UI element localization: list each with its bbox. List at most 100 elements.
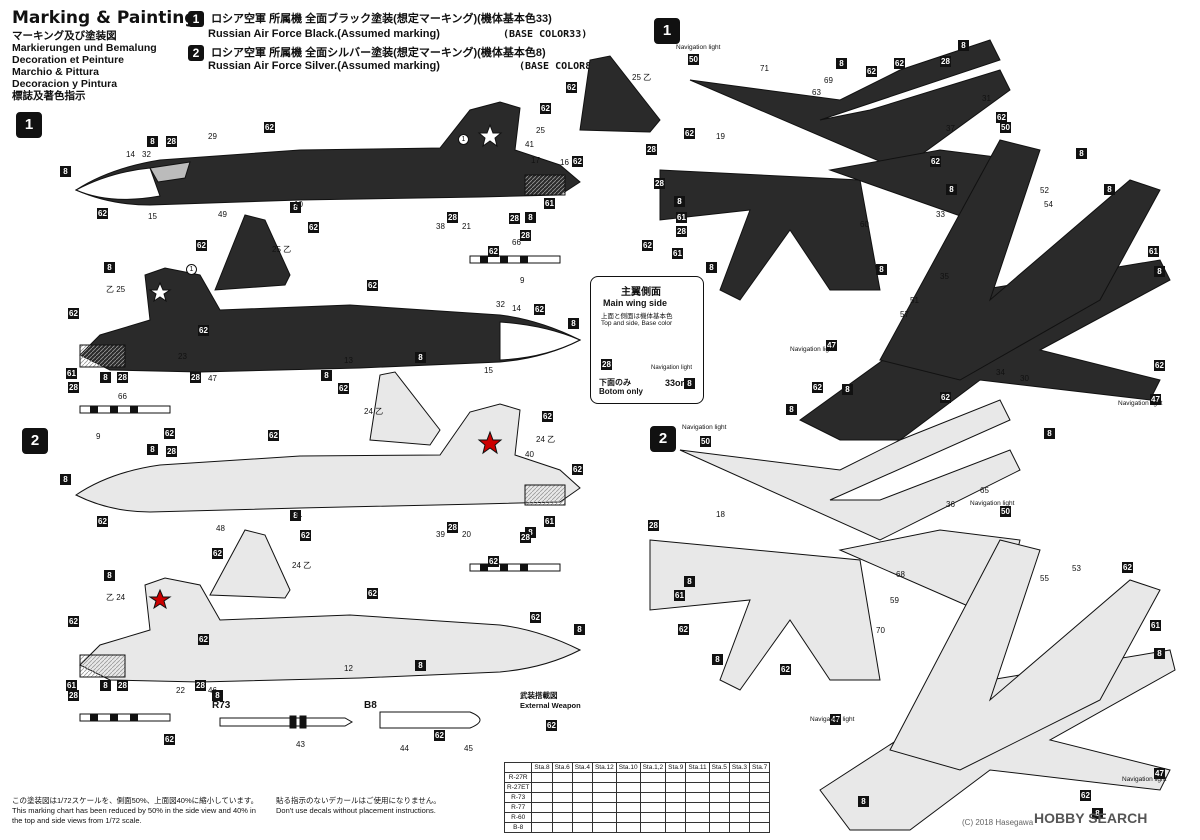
main-wing-en: Main wing side bbox=[603, 298, 668, 308]
callout-28: 28 bbox=[195, 680, 206, 691]
callout-62: 62 bbox=[866, 66, 877, 77]
callout-8: 8 bbox=[1154, 266, 1165, 277]
callout-15: 15 bbox=[484, 366, 493, 375]
callout-62: 62 bbox=[1080, 790, 1091, 801]
page-title: Marking & Painting bbox=[12, 8, 197, 28]
callout-8: 8 bbox=[836, 58, 847, 69]
section-2-marker: 2 bbox=[22, 428, 48, 454]
callout-57: 57 bbox=[900, 310, 909, 319]
callout-15: 15 bbox=[148, 212, 157, 221]
callout-47: 47 bbox=[1150, 394, 1161, 405]
callout-8: 8 bbox=[104, 262, 115, 273]
callout-28: 28 bbox=[68, 382, 79, 393]
callout-28: 28 bbox=[646, 144, 657, 155]
callout-62: 62 bbox=[542, 411, 553, 422]
callout-28: 28 bbox=[190, 372, 201, 383]
callout-22: 22 bbox=[176, 686, 185, 695]
callout-62: 62 bbox=[308, 222, 319, 233]
note1-en: This marking chart has been reduced by 5… bbox=[12, 806, 256, 825]
callout-8: 8 bbox=[290, 510, 301, 521]
side-view-black-left bbox=[74, 101, 581, 206]
copyright: (C) 2018 Hasegawa bbox=[962, 818, 1034, 827]
callout-8: 8 bbox=[858, 796, 869, 807]
table-row: R-73 bbox=[503, 792, 771, 803]
callout-54: 54 bbox=[1044, 200, 1053, 209]
callout-8: 8 bbox=[60, 166, 71, 177]
callout-8: 8 bbox=[147, 136, 158, 147]
subtitle-es: Decoracion y Pintura bbox=[12, 78, 118, 90]
subtitle-de: Markierungen und Bemalung bbox=[12, 42, 157, 54]
callout-28: 28 bbox=[166, 136, 177, 147]
callout-51: 51 bbox=[910, 296, 919, 305]
scheme-1-jp: ロシア空軍 所属機 全面ブラック塗装(想定マーキング)(機体基本色33) bbox=[211, 13, 552, 25]
weapon-name: R-60 bbox=[503, 812, 533, 823]
callout-12: 12 bbox=[344, 664, 353, 673]
callout-14: 14 bbox=[512, 304, 521, 313]
callout-62: 62 bbox=[780, 664, 791, 675]
callout-25z: 25 乙 bbox=[632, 73, 652, 82]
callout-62: 62 bbox=[996, 112, 1007, 123]
callout-8: 8 bbox=[100, 372, 111, 383]
weapons-header-cell: Sta.7 bbox=[749, 762, 771, 773]
callout-49: 49 bbox=[218, 210, 227, 219]
weapons-header-cell: Sta.8 bbox=[531, 762, 553, 773]
weapons-header-cell: Sta.9 bbox=[665, 762, 687, 773]
scheme-2-row: 2 ロシア空軍 所属機 全面シルバー塗装(想定マーキング)(機体基本色8) bbox=[188, 44, 546, 62]
callout-24z-tail: 24 乙 bbox=[292, 561, 312, 570]
callout-28: 28 bbox=[520, 532, 531, 543]
callout-32: 32 bbox=[496, 300, 505, 309]
callout-62: 62 bbox=[488, 246, 499, 257]
callout-62: 62 bbox=[68, 616, 79, 627]
callout-62: 62 bbox=[678, 624, 689, 635]
callout-25z-2: 乙 25 bbox=[106, 285, 126, 294]
section-1-marker: 1 bbox=[16, 112, 42, 138]
callout-8: 8 bbox=[876, 264, 887, 275]
callout-62: 62 bbox=[940, 392, 951, 403]
callout-13: 13 bbox=[344, 356, 353, 365]
weapon-name: R-73 bbox=[503, 792, 533, 803]
weapons-header-cell bbox=[503, 762, 533, 773]
callout-8: 8 bbox=[1154, 648, 1165, 659]
callout-62: 62 bbox=[534, 304, 545, 315]
callout-62: 62 bbox=[930, 156, 941, 167]
weapons-header-cell: Sta.10 bbox=[615, 762, 641, 773]
callout-37: 37 bbox=[946, 124, 955, 133]
side-view-black-right bbox=[79, 267, 582, 373]
callout-48: 48 bbox=[216, 524, 225, 533]
callout-28: 28 bbox=[654, 178, 665, 189]
callout-62: 62 bbox=[268, 430, 279, 441]
tail-black-1 bbox=[214, 55, 661, 291]
callout-23: 23 bbox=[178, 352, 187, 361]
callout-9: 9 bbox=[96, 432, 101, 441]
b8-label: B8 bbox=[364, 700, 377, 711]
scheme-1-en-row: Russian Air Force Black.(Assumed marking… bbox=[208, 28, 587, 40]
callout-47: 47 bbox=[208, 374, 217, 383]
weapon-name: R-27ET bbox=[503, 782, 533, 793]
callout-62: 62 bbox=[264, 122, 275, 133]
legend-or: or bbox=[675, 378, 685, 388]
r73-label: R73 bbox=[212, 700, 231, 711]
subtitle-jp: マーキング及び塗装図 bbox=[12, 30, 117, 42]
main-wing-jp: 主翼側面 bbox=[621, 287, 661, 298]
callout-8: 8 bbox=[1092, 808, 1103, 819]
weapons-header-cell: Sta.12 bbox=[591, 762, 617, 773]
r73-b8-sketch bbox=[219, 711, 481, 729]
callout-8: 8 bbox=[212, 690, 223, 701]
callout-8: 8 bbox=[1044, 428, 1055, 439]
callout-62: 62 bbox=[1122, 562, 1133, 573]
callout-45: 45 bbox=[464, 744, 473, 753]
callout-62: 62 bbox=[894, 58, 905, 69]
callout-8: 8 bbox=[147, 444, 158, 455]
callout-41: 41 bbox=[525, 140, 534, 149]
weapons-header-cell: Sta.11 bbox=[685, 762, 710, 773]
callout-60: 60 bbox=[860, 220, 869, 229]
callout-36: 36 bbox=[946, 500, 955, 509]
note2-en: Don't use decals without placement instr… bbox=[276, 806, 436, 815]
callout-61: 61 bbox=[544, 516, 555, 527]
callout-25z: 25 乙 bbox=[272, 245, 292, 254]
callout-8: 8 bbox=[568, 318, 579, 329]
callout-62: 62 bbox=[540, 103, 551, 114]
scheme-1-row: 1 ロシア空軍 所属機 全面ブラック塗装(想定マーキング)(機体基本色33) bbox=[188, 10, 552, 28]
callout-70: 70 bbox=[876, 626, 885, 635]
main-wing-note-en: Top and side, Base color bbox=[601, 320, 673, 327]
